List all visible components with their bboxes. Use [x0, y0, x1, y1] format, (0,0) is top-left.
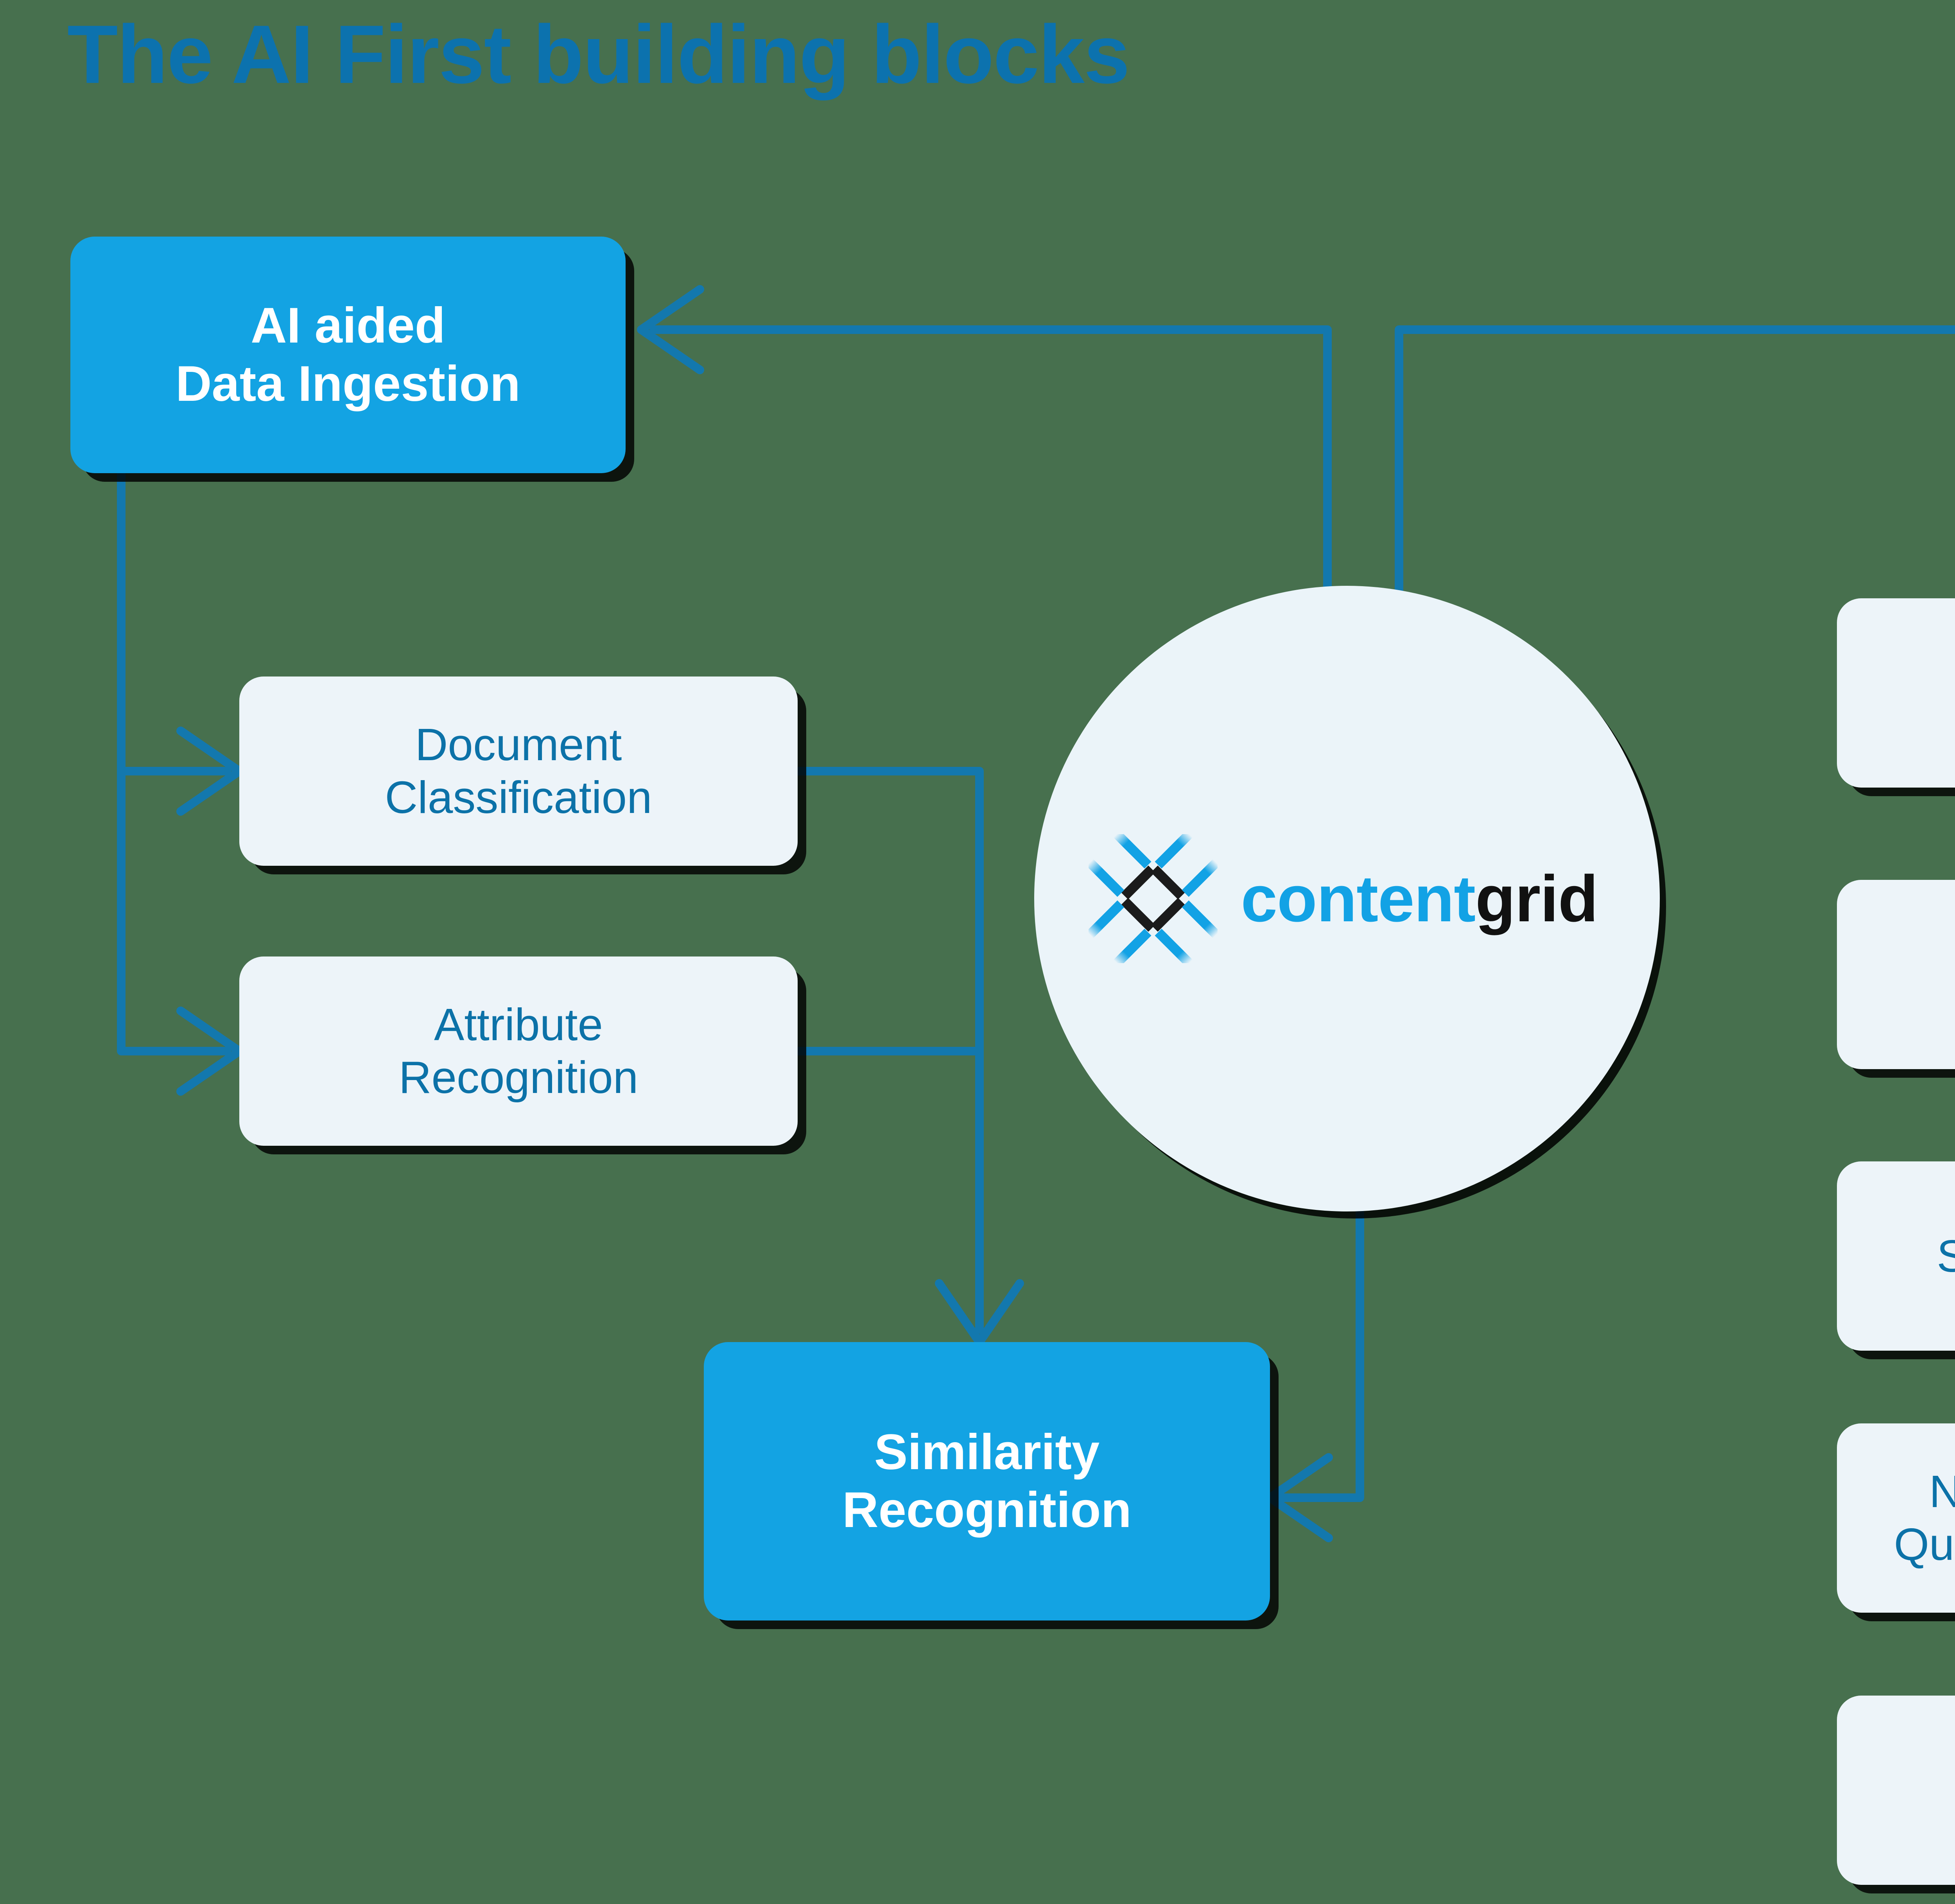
page-title: The AI First building blocks	[67, 8, 1130, 100]
node-label: LLM Integration	[1952, 1764, 1955, 1817]
node-natural-language-query-understanding[interactable]: Natural Language Query Understanding	[1837, 1423, 1955, 1613]
node-label: Natural Language Query Understanding	[1894, 1466, 1955, 1570]
node-document-classification[interactable]: Document Classification	[239, 677, 798, 866]
diamond-rays-icon	[1088, 834, 1218, 963]
wire-ingestion-to-document-classification	[117, 469, 244, 816]
node-label: AI aided Data Ingestion	[176, 298, 520, 412]
node-label: Attribute Recognition	[398, 999, 639, 1103]
wire-document-classification-to-similarity	[793, 767, 984, 1334]
brand-name-content: content	[1241, 861, 1476, 935]
node-label: Semantic Search	[1937, 1230, 1955, 1281]
node-semantic-search[interactable]: Semantic Search	[1837, 1161, 1955, 1351]
wire-trunk-arrow-down	[935, 1279, 1024, 1346]
wire-ingestion-to-attribute-recognition	[117, 469, 244, 1096]
node-similarity-recognition[interactable]: Similarity Recognition	[1837, 598, 1955, 788]
wire-hub-to-similarity-out	[1266, 1207, 1364, 1542]
node-attribute-recognition[interactable]: Attribute Recognition	[239, 956, 798, 1146]
brand-name-grid: grid	[1475, 861, 1598, 935]
node-ai-aided-data-ingestion[interactable]: AI aided Data Ingestion	[70, 237, 626, 473]
contentgrid-hub: contentgrid	[1034, 586, 1660, 1211]
node-label: Similarity Recognition	[842, 1424, 1132, 1538]
node-label: Document Classification	[385, 719, 652, 823]
node-similarity-recognition-output[interactable]: Similarity Recognition	[704, 1342, 1270, 1620]
brand-wordmark: contentgrid	[1241, 861, 1598, 937]
node-llm-integration[interactable]: LLM Integration	[1837, 1696, 1955, 1885]
node-autocomplete[interactable]: Autocomplete	[1837, 880, 1955, 1069]
